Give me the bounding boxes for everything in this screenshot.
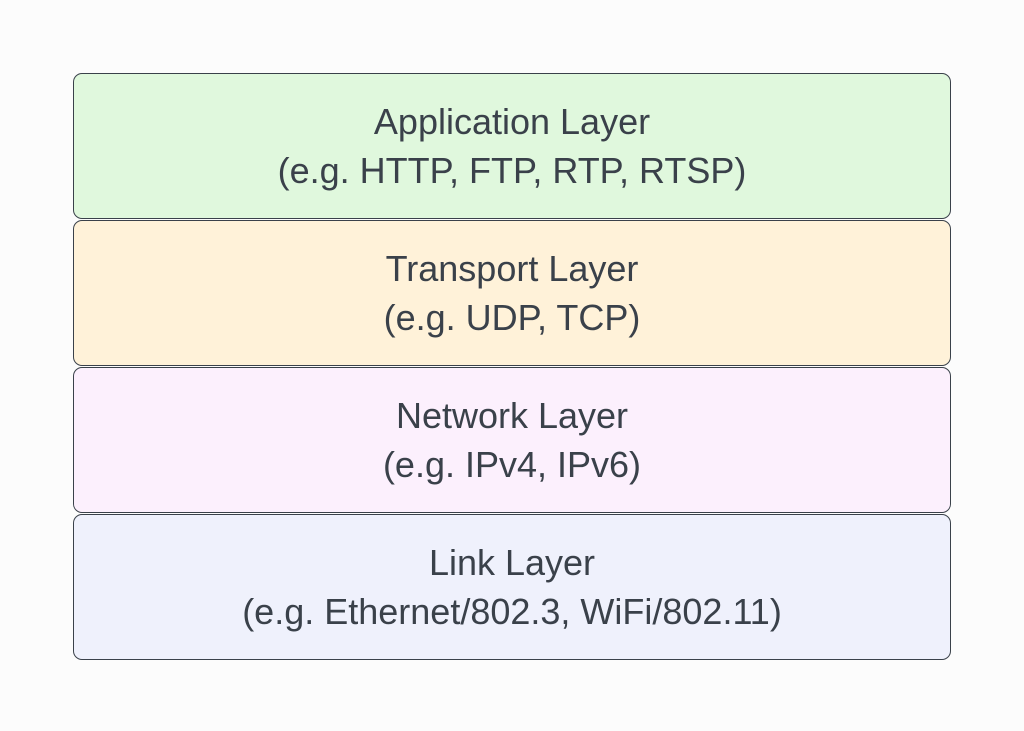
- link-layer-examples: (e.g. Ethernet/802.3, WiFi/802.11): [242, 591, 782, 632]
- application-layer-examples: (e.g. HTTP, FTP, RTP, RTSP): [277, 150, 747, 191]
- network-layer-title: Network Layer: [395, 395, 629, 436]
- link-layer-box: Link Layer (e.g. Ethernet/802.3, WiFi/80…: [73, 514, 951, 660]
- transport-layer-examples: (e.g. UDP, TCP): [383, 297, 641, 338]
- application-layer-title: Application Layer: [373, 101, 651, 142]
- transport-layer-box: Transport Layer (e.g. UDP, TCP): [73, 220, 951, 366]
- transport-layer-title: Transport Layer: [385, 248, 639, 289]
- network-layer-box: Network Layer (e.g. IPv4, IPv6): [73, 367, 951, 513]
- network-layer-examples: (e.g. IPv4, IPv6): [382, 444, 642, 485]
- application-layer-box: Application Layer (e.g. HTTP, FTP, RTP, …: [73, 73, 951, 219]
- link-layer-title: Link Layer: [428, 542, 596, 583]
- protocol-layer-stack: Application Layer (e.g. HTTP, FTP, RTP, …: [73, 73, 951, 660]
